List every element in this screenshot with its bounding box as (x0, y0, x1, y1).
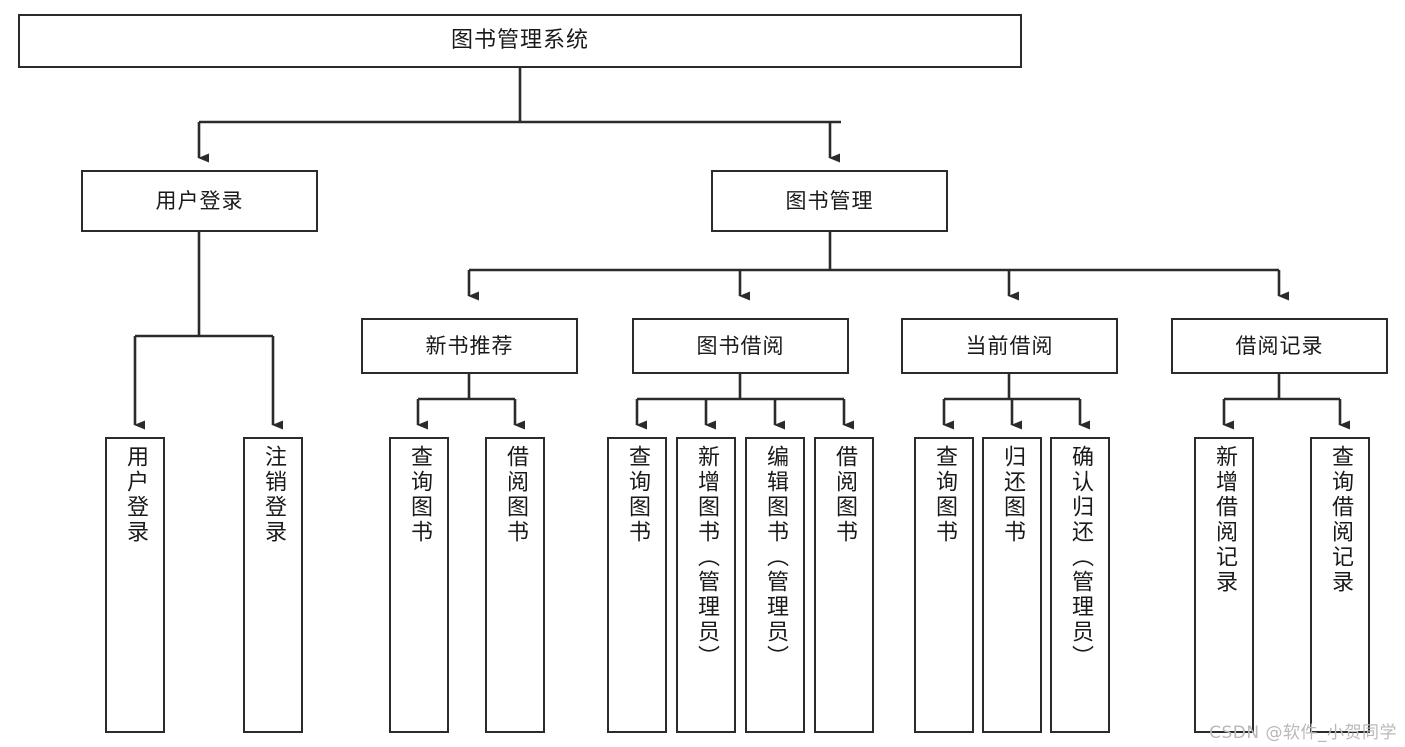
node-label: 查询图书 (932, 445, 957, 545)
node-label: 借阅图书 (503, 445, 528, 545)
node-leaf-add-book[interactable]: 新增图书（管理员） (676, 437, 736, 733)
node-leaf-logout-login[interactable]: 注销登录 (243, 437, 303, 733)
node-borrow-record[interactable]: 借阅记录 (1171, 318, 1388, 374)
node-label: 图书管理系统 (450, 28, 589, 54)
node-current-borrow[interactable]: 当前借阅 (901, 318, 1118, 374)
node-label: 编辑图书（管理员） (763, 445, 788, 670)
node-leaf-query-record[interactable]: 查询借阅记录 (1310, 437, 1370, 733)
node-leaf-add-record[interactable]: 新增借阅记录 (1194, 437, 1254, 733)
node-label: 用户登录 (123, 445, 148, 545)
node-label: 注销登录 (261, 445, 286, 545)
node-label: 查询借阅记录 (1328, 445, 1353, 595)
node-root-system[interactable]: 图书管理系统 (18, 14, 1022, 68)
node-label: 新书推荐 (425, 333, 514, 358)
node-label: 新增借阅记录 (1212, 445, 1237, 595)
node-label: 新增图书（管理员） (694, 445, 719, 670)
node-leaf-query-book-2[interactable]: 查询图书 (607, 437, 667, 733)
node-book-manage[interactable]: 图书管理 (711, 170, 948, 232)
node-leaf-query-book-1[interactable]: 查询图书 (389, 437, 449, 733)
node-leaf-user-login[interactable]: 用户登录 (105, 437, 165, 733)
node-leaf-query-book-3[interactable]: 查询图书 (914, 437, 974, 733)
node-user-login[interactable]: 用户登录 (81, 170, 318, 232)
node-label: 归还图书 (1000, 445, 1025, 545)
node-label: 借阅图书 (832, 445, 857, 545)
watermark-text: CSDN @软件_小贺同学 (1209, 723, 1397, 743)
node-leaf-borrow-book-2[interactable]: 借阅图书 (814, 437, 874, 733)
node-label: 查询图书 (625, 445, 650, 545)
node-book-borrow[interactable]: 图书借阅 (632, 318, 849, 374)
node-leaf-edit-book[interactable]: 编辑图书（管理员） (745, 437, 805, 733)
node-leaf-borrow-book-1[interactable]: 借阅图书 (485, 437, 545, 733)
node-label: 当前借阅 (965, 333, 1054, 358)
node-label: 借阅记录 (1235, 333, 1324, 358)
node-new-book-recommend[interactable]: 新书推荐 (361, 318, 578, 374)
node-label: 确认归还（管理员） (1068, 445, 1093, 670)
node-label: 图书管理 (785, 188, 874, 213)
node-label: 图书借阅 (696, 333, 785, 358)
node-leaf-return-book[interactable]: 归还图书 (982, 437, 1042, 733)
node-label: 用户登录 (155, 188, 244, 213)
node-label: 查询图书 (407, 445, 432, 545)
node-leaf-confirm-return[interactable]: 确认归还（管理员） (1050, 437, 1110, 733)
